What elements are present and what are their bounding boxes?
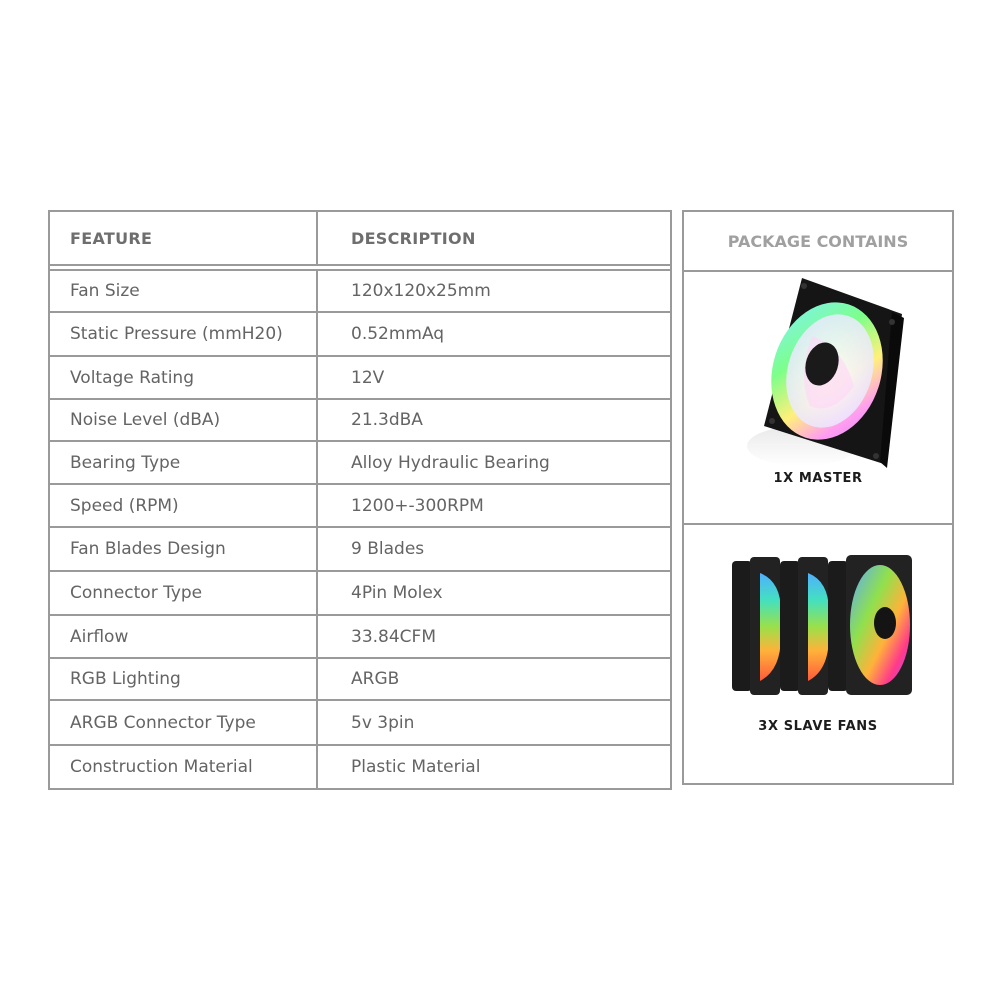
package-item-caption: 1X MASTER	[773, 471, 863, 486]
description-cell: Alloy Hydraulic Bearing	[351, 452, 550, 473]
table-row: Connector Type 4Pin Molex	[50, 572, 670, 616]
description-cell: 21.3dBA	[351, 410, 423, 430]
description-column-header: DESCRIPTION	[351, 228, 476, 248]
description-cell: 5v 3pin	[351, 712, 415, 733]
description-cell: 120x120x25mm	[351, 281, 491, 301]
table-row: Static Pressure (mmH20) 0.52mmAq	[50, 313, 670, 357]
argb-fan-master-icon	[742, 276, 912, 471]
spec-table: FEATURE DESCRIPTION Fan Size 120x120x25mm…	[48, 210, 672, 790]
table-row: Bearing Type Alloy Hydraulic Bearing	[50, 442, 670, 485]
feature-cell: Noise Level (dBA)	[50, 400, 318, 440]
description-cell: Plastic Material	[351, 757, 481, 777]
feature-column-header: FEATURE	[50, 212, 318, 264]
description-cell: 9 Blades	[351, 539, 425, 559]
package-item-caption: 3X SLAVE FANS	[758, 719, 878, 734]
feature-cell: Voltage Rating	[50, 357, 318, 398]
package-contents-panel: PACKAGE CONTAINS	[682, 210, 954, 785]
feature-cell: RGB Lighting	[50, 659, 318, 699]
feature-cell: Fan Blades Design	[50, 528, 318, 570]
feature-cell: ARGB Connector Type	[50, 701, 318, 744]
description-cell: 0.52mmAq	[351, 324, 445, 344]
feature-cell: Bearing Type	[50, 442, 318, 483]
table-row: Speed (RPM) 1200+-300RPM	[50, 485, 670, 528]
description-cell: 4Pin Molex	[351, 583, 443, 603]
description-cell: 12V	[351, 367, 385, 388]
description-cell: 1200+-300RPM	[351, 495, 484, 516]
table-row: Fan Blades Design 9 Blades	[50, 528, 670, 572]
description-cell: 33.84CFM	[351, 626, 436, 647]
table-row: ARGB Connector Type 5v 3pin	[50, 701, 670, 746]
package-item-master: 1X MASTER	[684, 272, 952, 525]
feature-cell: Static Pressure (mmH20)	[50, 313, 318, 355]
argb-fans-slave-trio-icon	[730, 553, 915, 698]
table-row: Airflow 33.84CFM	[50, 616, 670, 659]
feature-cell: Fan Size	[50, 271, 318, 311]
table-row: RGB Lighting ARGB	[50, 659, 670, 701]
feature-cell: Connector Type	[50, 572, 318, 614]
feature-cell: Construction Material	[50, 746, 318, 788]
package-item-slaves: 3X SLAVE FANS	[684, 525, 952, 785]
spec-table-header: FEATURE DESCRIPTION	[50, 212, 670, 266]
table-row: Construction Material Plastic Material	[50, 746, 670, 788]
package-title: PACKAGE CONTAINS	[684, 212, 952, 272]
table-row: Noise Level (dBA) 21.3dBA	[50, 400, 670, 442]
description-cell: ARGB	[351, 669, 400, 689]
table-row: Fan Size 120x120x25mm	[50, 271, 670, 313]
table-row: Voltage Rating 12V	[50, 357, 670, 400]
header-divider	[50, 266, 670, 271]
feature-cell: Airflow	[50, 616, 318, 657]
feature-cell: Speed (RPM)	[50, 485, 318, 526]
